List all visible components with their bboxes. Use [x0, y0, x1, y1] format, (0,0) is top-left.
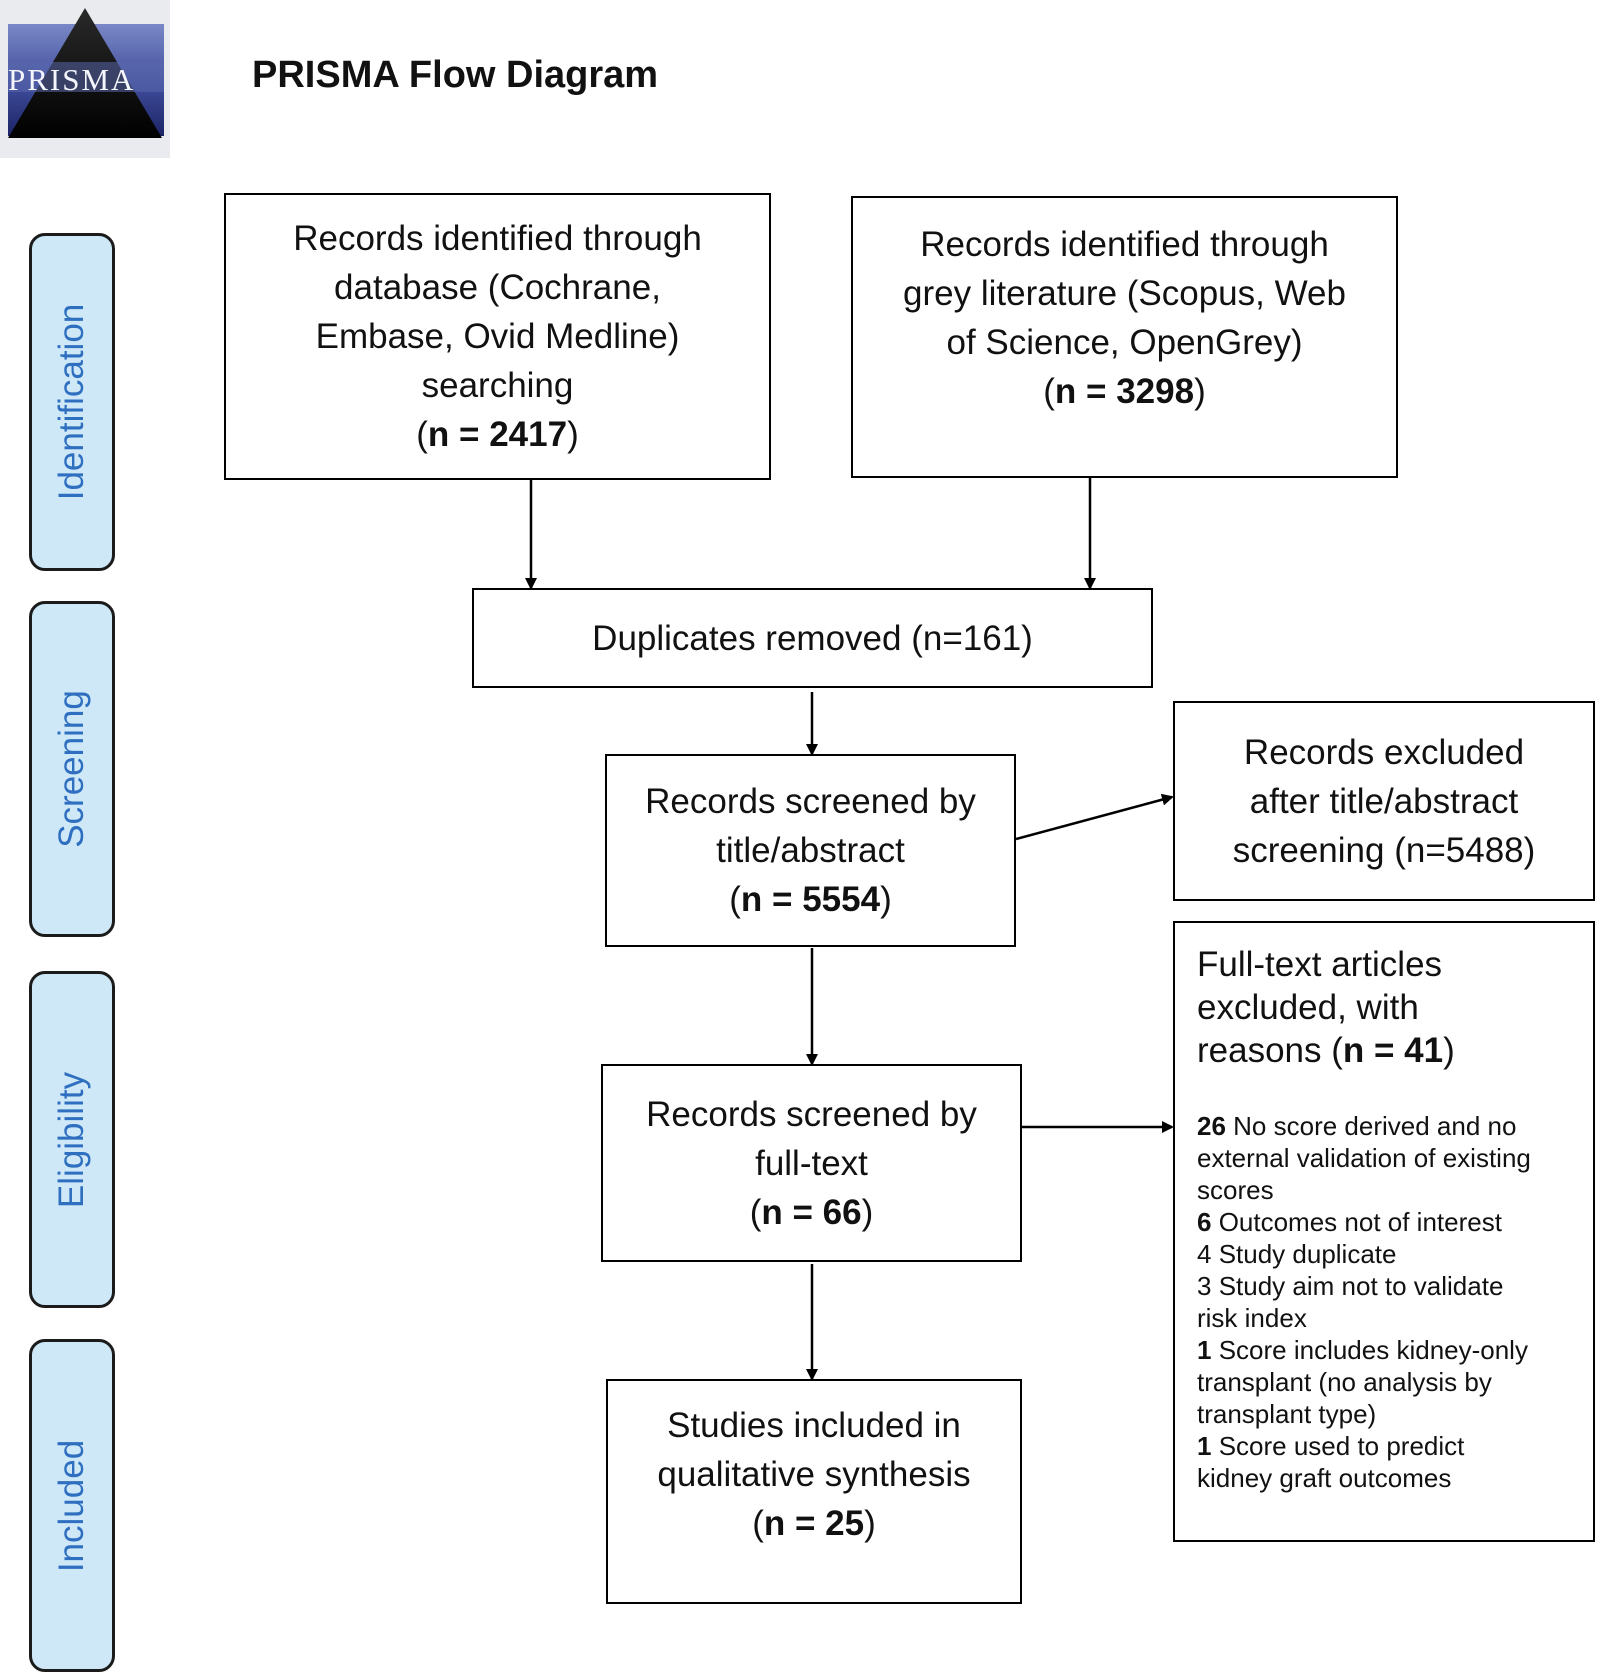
box-text-line: Records excluded: [1243, 732, 1525, 772]
record-count: n = 2417: [427, 415, 568, 454]
box-excluded-full-text: Full-text articles excluded, with reason…: [1173, 921, 1595, 1542]
reason-item: 3 Study aim not to validate risk index: [1197, 1270, 1531, 1334]
record-count: n = 3298: [1054, 372, 1195, 411]
box-text-line: Embase, Ovid Medline): [315, 317, 680, 356]
reason-line: 1 Score includes kidney-only: [1197, 1334, 1531, 1366]
paren: (: [416, 415, 428, 454]
record-count: n = 5554: [740, 880, 881, 919]
box-text: reasons (: [1197, 1031, 1343, 1070]
reason-text: Score used to predict: [1211, 1431, 1465, 1461]
count-line: reasons (n = 41): [1197, 1029, 1455, 1072]
logo-wordmark: PRISMA: [8, 62, 136, 97]
paren: (: [729, 880, 741, 919]
box-text-line: grey literature (Scopus, Web: [903, 274, 1346, 313]
reason-text: Study duplicate: [1211, 1239, 1397, 1269]
stage-identification: Identification: [29, 233, 115, 571]
reason-line: 6 Outcomes not of interest: [1197, 1206, 1531, 1238]
record-count: n = 66: [761, 1192, 862, 1232]
box-text-line: Records screened by: [645, 782, 976, 821]
box-studies-included: Studies included in qualitative synthesi…: [606, 1379, 1022, 1604]
reason-count: 6: [1197, 1207, 1212, 1237]
count-line: (n = 3298): [1043, 367, 1205, 416]
reason-count: 1: [1197, 1431, 1212, 1461]
reason-item: 1 Score used to predict kidney graft out…: [1197, 1430, 1531, 1494]
box-grey-records: Records identified through grey literatu…: [851, 196, 1398, 478]
box-title-abstract-screening: Records screened by title/abstract (n = …: [605, 754, 1016, 947]
reason-item: 1 Score includes kidney-only transplant …: [1197, 1334, 1531, 1430]
reason-line: transplant type): [1197, 1399, 1377, 1429]
reason-text: Score includes kidney-only: [1211, 1335, 1528, 1365]
reason-line: risk index: [1197, 1303, 1307, 1333]
box-database-records: Records identified through database (Coc…: [224, 193, 771, 480]
stage-screening: Screening: [29, 601, 115, 937]
box-text-line: Studies included in: [667, 1406, 961, 1445]
box-excluded-title-abstract: Records excluded after title/abstract sc…: [1173, 701, 1595, 901]
paren: (: [752, 1504, 764, 1543]
reason-text: Study aim not to validate: [1211, 1271, 1504, 1301]
paren: ): [864, 1504, 876, 1543]
count-line: (n = 66): [750, 1188, 874, 1237]
paren: (: [749, 1192, 762, 1232]
reason-item: 4 Study duplicate: [1197, 1238, 1531, 1270]
paren: ): [567, 415, 579, 454]
stage-label: Screening: [52, 690, 91, 848]
reason-count: 26: [1197, 1111, 1226, 1141]
reason-text: No score derived and no: [1225, 1111, 1517, 1141]
reason-text: Outcomes not of interest: [1211, 1207, 1502, 1237]
exclusion-reasons-list: 26 No score derived and no external vali…: [1197, 1110, 1531, 1494]
record-count: n = 25: [763, 1504, 865, 1543]
prisma-logo-graphic: [8, 8, 164, 138]
box-duplicates-removed: Duplicates removed (n=161): [472, 588, 1153, 688]
box-text-line: Full-text articles: [1197, 945, 1443, 984]
page-title: PRISMA Flow Diagram: [252, 54, 659, 96]
box-text-line: excluded, with: [1197, 988, 1419, 1027]
box-text-line: Records identified through: [920, 225, 1329, 264]
record-count: n = 41: [1342, 1031, 1444, 1070]
box-text-line: title/abstract: [716, 831, 905, 870]
reason-item: 26 No score derived and no external vali…: [1197, 1110, 1531, 1206]
box-text-line: qualitative synthesis: [657, 1455, 971, 1494]
count-line: (n = 25): [752, 1499, 876, 1548]
box-text-line: searching: [421, 366, 574, 405]
reason-line: external validation of existing: [1197, 1143, 1531, 1173]
arrow-title-abstract-to-excluded: [1015, 793, 1174, 841]
prisma-logo: PRISMA: [0, 0, 170, 158]
reason-item: 6 Outcomes not of interest: [1197, 1206, 1531, 1238]
reason-line: 26 No score derived and no: [1197, 1110, 1531, 1142]
box-text-line: after title/abstract: [1249, 781, 1519, 821]
box-text-line: full-text: [755, 1143, 868, 1183]
stage-eligibility: Eligibility: [29, 971, 115, 1308]
reason-line: 4 Study duplicate: [1197, 1238, 1531, 1270]
box-text-line: Records screened by: [646, 1094, 977, 1134]
box-text-line: Duplicates removed (n=161): [592, 618, 1033, 658]
stage-label: Included: [52, 1439, 91, 1572]
stage-included: Included: [29, 1339, 115, 1672]
stage-label: Eligibility: [52, 1071, 91, 1208]
box-text-line: of Science, OpenGrey): [946, 323, 1303, 362]
count-line: (n = 5554): [729, 875, 891, 924]
reason-line: transplant (no analysis by: [1197, 1367, 1492, 1397]
stage-label: Identification: [52, 303, 91, 501]
paren: (: [1043, 372, 1055, 411]
reason-count: 1: [1197, 1335, 1212, 1365]
paren: ): [861, 1192, 874, 1232]
reason-line: 1 Score used to predict: [1197, 1430, 1531, 1462]
paren: ): [880, 880, 892, 919]
box-full-text-screening: Records screened by full-text (n = 66): [601, 1064, 1022, 1262]
paren: ): [1194, 372, 1206, 411]
excluded-heading: Full-text articles excluded, with reason…: [1197, 943, 1455, 1072]
reason-line: kidney graft outcomes: [1197, 1463, 1452, 1493]
box-text-line: screening (n=5488): [1232, 830, 1536, 870]
count-line: (n = 2417): [416, 410, 578, 459]
reason-line: scores: [1197, 1175, 1274, 1205]
box-text-line: database (Cochrane,: [334, 268, 661, 307]
reason-line: 3 Study aim not to validate: [1197, 1270, 1531, 1302]
box-text-line: Records identified through: [293, 219, 702, 258]
reason-count: 4: [1197, 1239, 1212, 1269]
reason-count: 3: [1197, 1271, 1212, 1301]
paren: ): [1443, 1031, 1455, 1070]
